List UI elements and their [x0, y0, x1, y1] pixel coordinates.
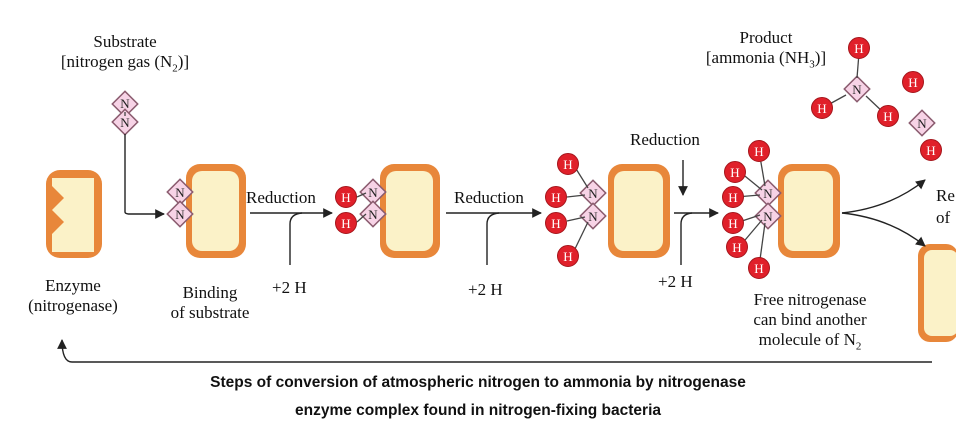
hydrogen-atom — [848, 37, 870, 59]
hydrogen-atom — [748, 257, 770, 279]
hydrogen-atom — [726, 236, 748, 258]
hydrogen-atom — [811, 97, 833, 119]
substrate-arrow — [124, 134, 165, 219]
hydrogen-label: H — [728, 216, 737, 231]
hydrogen-atom — [722, 186, 744, 208]
recycle-arrow — [57, 339, 932, 363]
nitrogen-label: N — [852, 82, 862, 97]
hydrogen-atom — [877, 105, 899, 127]
hydrogen-atom — [920, 139, 942, 161]
hydrogen-atom — [722, 212, 744, 234]
plus-2h-label-1: +2 H — [272, 278, 307, 297]
hydrogen-label: H — [754, 261, 763, 276]
hydrogen-atom — [545, 212, 567, 234]
n-diamond — [754, 202, 782, 230]
plus-2h-label-3: +2 H — [658, 272, 693, 291]
n-diamond — [908, 109, 936, 137]
enzyme-step4 — [778, 164, 840, 258]
h-input-arrow-2 — [486, 212, 500, 265]
hydrogen-atom — [545, 186, 567, 208]
caption-line-1: Steps of conversion of atmospheric nitro… — [210, 374, 746, 391]
enzyme-label: Enzyme (nitrogenase) — [28, 276, 118, 315]
product-release-arrow — [841, 179, 926, 214]
enzyme-release-arrow — [841, 212, 926, 247]
n-diamond — [359, 200, 387, 228]
n-diamond — [166, 178, 194, 206]
nitrogen-label: N — [917, 116, 927, 131]
nitrogen-label: N — [588, 209, 598, 224]
hydrogen-atom — [748, 140, 770, 162]
hydrogen-atom — [557, 245, 579, 267]
hydrogen-label: H — [551, 190, 560, 205]
hydrogen-label: H — [551, 216, 560, 231]
hydrogen-label: H — [926, 143, 935, 158]
hydrogen-label: H — [754, 144, 763, 159]
n-diamond — [111, 108, 139, 136]
enzyme-binding — [186, 164, 246, 258]
hydrogen-atom — [557, 153, 579, 175]
hydrogen-label: H — [341, 216, 350, 231]
product-label: Product [ammonia (NH3)] — [705, 28, 827, 71]
hydrogen-label: H — [563, 249, 572, 264]
hydrogen-atom — [724, 161, 746, 183]
substrate-label: Substrate [nitrogen gas (N2)] — [60, 32, 190, 75]
hydrogen-atom — [902, 71, 924, 93]
n-diamond — [359, 178, 387, 206]
hydrogen-label: H — [854, 41, 863, 56]
nitrogen-label: N — [763, 209, 773, 224]
hydrogen-label: H — [732, 240, 741, 255]
n-diamond — [111, 90, 139, 118]
hydrogen-atom — [335, 212, 357, 234]
nitrogen-label: N — [588, 186, 598, 201]
hydrogen-label: H — [730, 165, 739, 180]
hydrogen-label: H — [883, 109, 892, 124]
free-nitrogenase-label: Free nitrogenase can bind another molecu… — [753, 290, 867, 353]
nitrogen-label: N — [175, 185, 185, 200]
n-diamond — [843, 75, 871, 103]
enzyme-step3 — [608, 164, 670, 258]
nitrogen-label: N — [368, 185, 378, 200]
plus-2h-label-2: +2 H — [468, 280, 503, 299]
nitrogen-label: N — [120, 115, 130, 130]
hydrogen-atom — [335, 186, 357, 208]
clipped-label-2: of — [936, 208, 951, 227]
nitrogen-label: N — [368, 207, 378, 222]
nitrogen-label: N — [120, 96, 130, 111]
reduction-label-2: Reduction — [454, 188, 524, 207]
enzyme-released — [918, 244, 956, 342]
n-diamond — [166, 200, 194, 228]
reduction-label-1: Reduction — [246, 188, 316, 207]
clipped-label-1: Re — [936, 186, 955, 205]
binding-label: Binding of substrate — [170, 283, 250, 322]
enzyme-free — [46, 170, 102, 258]
enzyme-step2 — [380, 164, 440, 258]
reduction-label-3: Reduction — [630, 130, 700, 149]
hydrogen-label: H — [908, 75, 917, 90]
h-input-arrow-1 — [289, 212, 303, 265]
hydrogen-label: H — [728, 190, 737, 205]
caption-line-2: enzyme complex found in nitrogen-fixing … — [294, 402, 662, 419]
hydrogen-label: H — [817, 101, 826, 116]
nitrogen-label: N — [763, 186, 773, 201]
nitrogen-label: N — [175, 207, 185, 222]
n-diamond — [754, 179, 782, 207]
hydrogen-label: H — [341, 190, 350, 205]
h-input-arrow-3 — [680, 212, 693, 265]
hydrogen-label: H — [563, 157, 572, 172]
n-diamond — [579, 202, 607, 230]
